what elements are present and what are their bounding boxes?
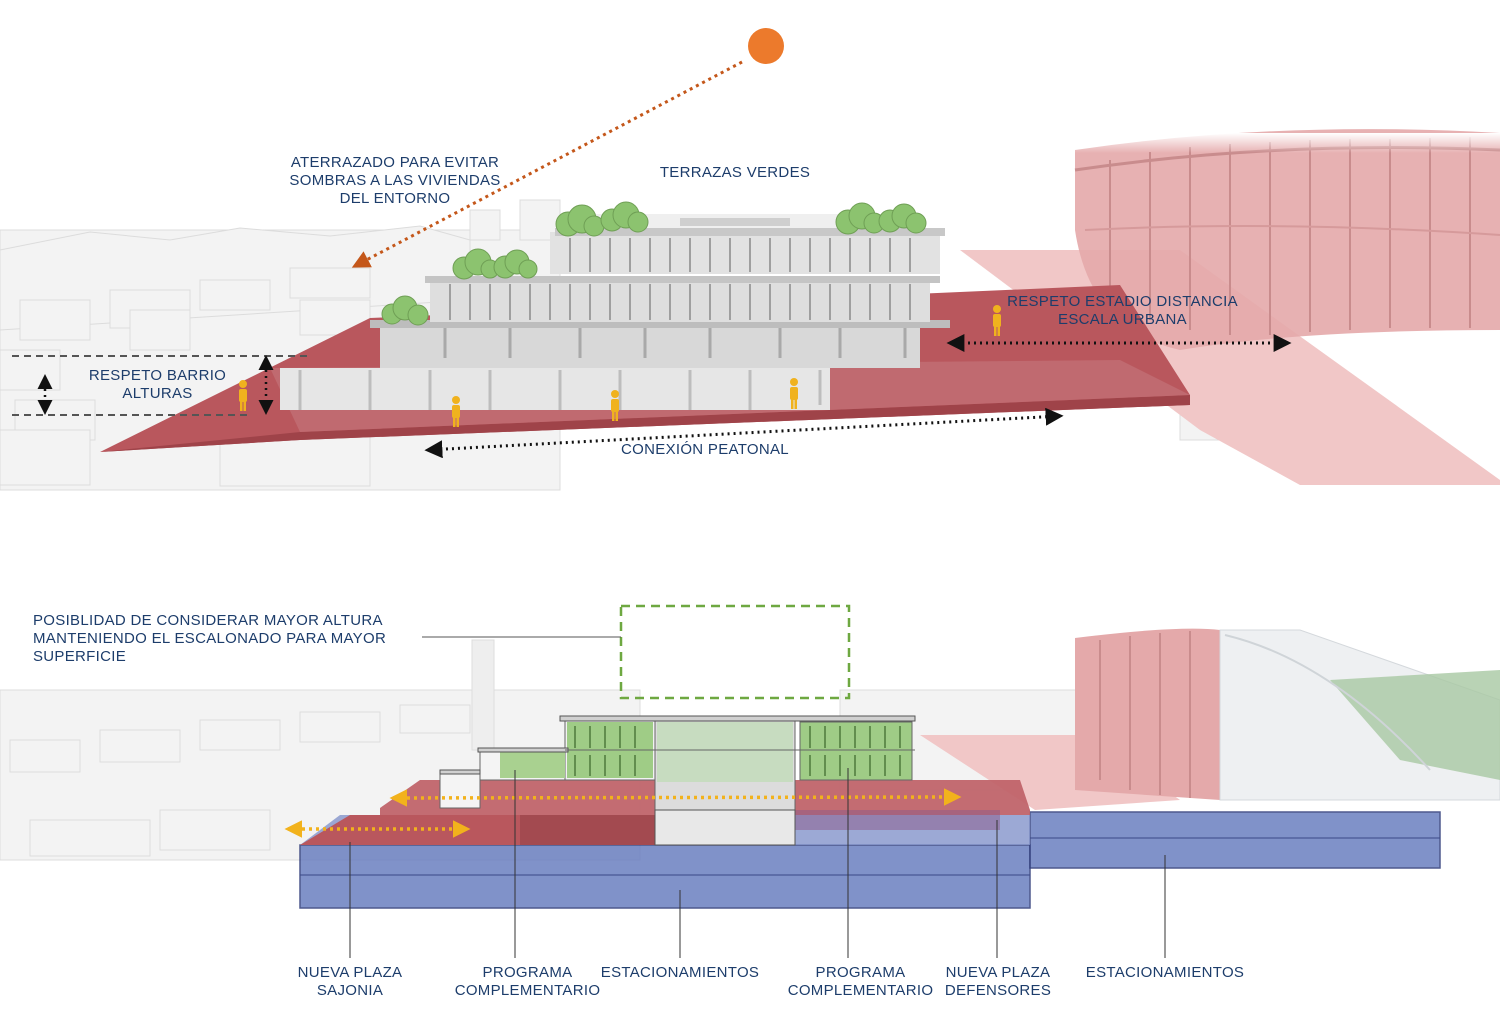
height-note-line: MANTENIENDO EL ESCALONADO PARA MAYOR [33,630,387,647]
label-leader-lines [349,768,1166,958]
label-programa-complementario-2: PROGRAMA COMPLEMENTARIO [787,964,934,999]
person-icon [611,390,619,421]
height-reference-lines [12,355,310,416]
sun-ray-arrow [351,60,743,268]
neighborhood-note-line: ALTURAS [122,385,193,402]
label-estacionamientos-1: ESTACIONAMIENTOS [600,964,760,981]
people-figures-top [239,305,1001,427]
person-icon [993,305,1001,336]
height-note-line: POSIBLIDAD DE CONSIDERAR MAYOR ALTURA [33,612,383,629]
green-terraces-label: TERRAZAS VERDES [659,164,811,181]
label-nueva-plaza-defensores: NUEVA PLAZA DEFENSORES [944,964,1052,999]
shadow-note-line: ATERRAZADO PARA EVITAR [290,154,500,171]
sun-icon [748,28,784,64]
label-estacionamientos-2: ESTACIONAMIENTOS [1085,964,1245,981]
label-nueva-plaza-sajonia: NUEVA PLAZA SAJONIA [297,964,403,999]
upper-plaza-connection-arrow [389,788,962,807]
shadow-note-line: DEL ENTORNO [339,190,451,207]
terraced-building [280,214,950,410]
future-height-box [619,604,851,700]
height-note-line: SUPERFICIE [33,648,127,665]
neighborhood-height-note: RESPETO BARRIO ALTURAS [80,367,235,403]
bottom-diagram [0,604,1500,958]
stadium-distance-note: RESPETO ESTADIO DISTANCIA ESCALA URBANA [995,293,1250,329]
pedestrian-connection-label: CONEXIÓN PEATONAL [621,441,789,458]
future-height-note: POSIBLIDAD DE CONSIDERAR MAYOR ALTURA MA… [33,612,403,666]
shadow-avoidance-note: ATERRAZADO PARA EVITAR SOMBRAS A LAS VIV… [285,154,505,208]
person-icon [452,396,460,427]
shadow-note-line: SOMBRAS A LAS VIVIENDAS [289,172,501,189]
neighborhood-note-line: RESPETO BARRIO [88,367,227,384]
person-icon [239,380,247,411]
stadium-note-line: RESPETO ESTADIO DISTANCIA [1007,293,1238,310]
stadium-bottom [920,628,1500,810]
person-icon [790,378,798,409]
label-programa-complementario-1: PROGRAMA COMPLEMENTARIO [454,964,601,999]
top-diagram [0,28,1500,491]
trees-top [381,201,927,326]
stadium-note-line: ESCALA URBANA [1058,311,1187,328]
